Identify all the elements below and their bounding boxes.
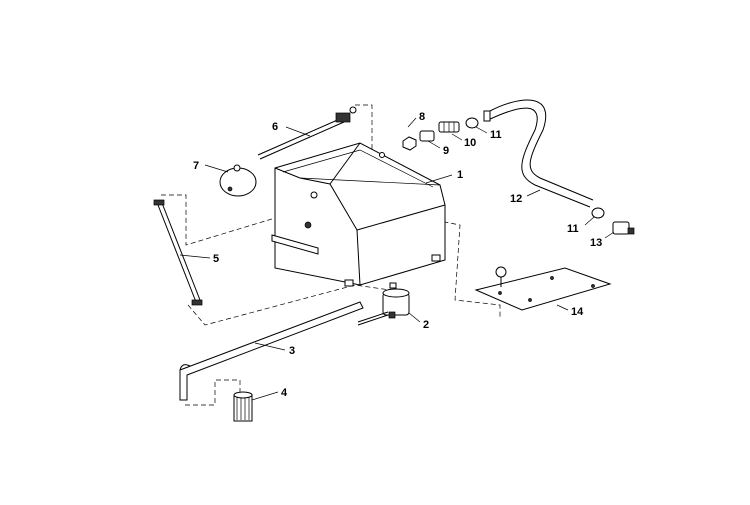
valve-assembly bbox=[357, 288, 410, 326]
fittings bbox=[402, 117, 479, 151]
cover-plate bbox=[474, 266, 612, 311]
callout-2: 2 bbox=[423, 319, 429, 331]
callout-4: 4 bbox=[281, 387, 288, 399]
callout-9: 9 bbox=[443, 145, 449, 157]
callout-3: 3 bbox=[289, 345, 295, 357]
suction-pipe bbox=[179, 301, 364, 401]
float-arm bbox=[257, 106, 357, 160]
float-ball bbox=[219, 164, 257, 197]
callout-11a: 11 bbox=[490, 129, 502, 141]
strainer-filter bbox=[233, 391, 253, 422]
callout-1: 1 bbox=[457, 169, 463, 181]
callout-7: 7 bbox=[193, 160, 199, 172]
callout-labels: 1 2 3 4 5 6 7 8 9 10 11 12 11 13 14 bbox=[193, 111, 602, 399]
tank-body bbox=[271, 142, 446, 289]
hose-coupling bbox=[591, 207, 635, 235]
callout-5: 5 bbox=[213, 253, 219, 265]
callout-14: 14 bbox=[571, 306, 584, 318]
leader-lines bbox=[179, 117, 615, 401]
callout-6: 6 bbox=[272, 121, 278, 133]
callout-10: 10 bbox=[464, 137, 476, 149]
hose bbox=[483, 99, 594, 208]
callout-12: 12 bbox=[510, 193, 522, 205]
callout-11b: 11 bbox=[567, 223, 579, 235]
level-rod bbox=[153, 199, 203, 306]
callout-13: 13 bbox=[590, 237, 602, 249]
assembly-guide-lines bbox=[160, 104, 501, 406]
callout-8: 8 bbox=[419, 111, 425, 123]
